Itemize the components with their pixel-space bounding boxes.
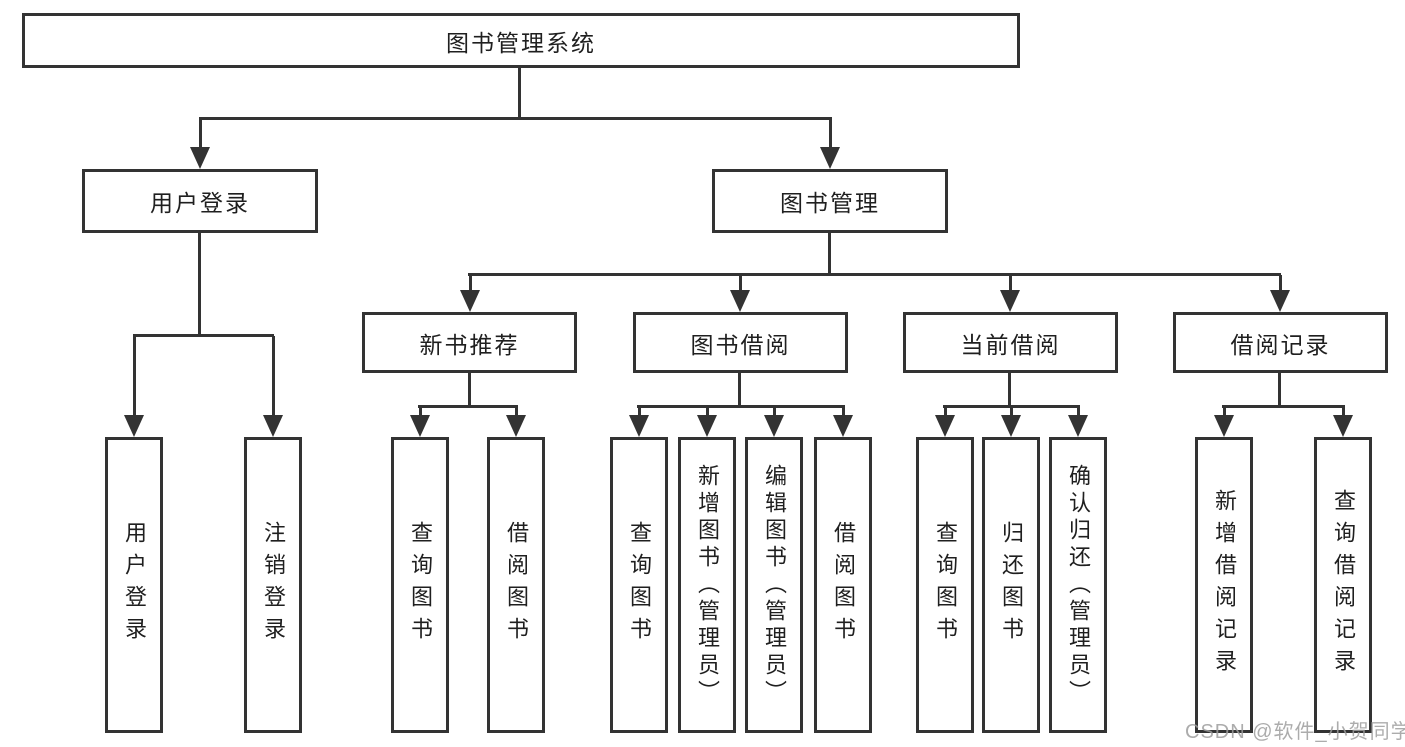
leaf-borrow-books: 借阅图书	[814, 437, 872, 733]
arrow-down-icon	[1333, 407, 1353, 437]
node-label: 查询图书	[408, 521, 433, 649]
node-label: 注销登录	[261, 521, 286, 649]
leaf-query-books-current: 查询图书	[916, 437, 974, 733]
node-label: 归还图书	[999, 521, 1024, 649]
arrow-down-icon	[935, 407, 955, 437]
connector-horizontal	[468, 273, 1281, 276]
arrow-down-icon	[764, 407, 784, 437]
connector-horizontal	[133, 334, 274, 337]
arrow-down-icon	[629, 407, 649, 437]
arrow-down-icon	[460, 275, 480, 312]
leaf-query-books-recommend: 查询图书	[391, 437, 449, 733]
node-label: 用户登录	[150, 190, 250, 216]
node-label: 新书推荐	[419, 331, 520, 358]
arrow-down-icon	[1000, 275, 1020, 312]
node-label: 借阅记录	[1230, 331, 1331, 358]
leaf-user-login: 用户登录	[105, 437, 163, 733]
node-book-borrowing: 图书借阅	[633, 312, 848, 373]
node-label: 确认归还（管理员）	[1066, 463, 1091, 707]
connector-vertical	[198, 233, 201, 337]
connector-vertical	[738, 373, 741, 408]
node-label: 图书管理系统	[446, 29, 596, 56]
arrow-down-icon	[410, 407, 430, 437]
node-label: 借阅图书	[504, 521, 529, 649]
connector-vertical	[1278, 373, 1281, 408]
node-label: 新增借阅记录	[1212, 489, 1237, 681]
node-label: 用户登录	[122, 521, 147, 649]
node-library-management-system: 图书管理系统	[22, 13, 1020, 68]
arrow-down-icon	[1068, 407, 1088, 437]
node-book-management: 图书管理	[712, 169, 948, 233]
arrow-down-icon	[1214, 407, 1234, 437]
connector-horizontal	[1222, 405, 1345, 408]
node-borrowing-records: 借阅记录	[1173, 312, 1388, 373]
leaf-confirm-return-admin: 确认归还（管理员）	[1049, 437, 1107, 733]
leaf-query-books-borrow: 查询图书	[610, 437, 668, 733]
connector-horizontal	[199, 117, 832, 120]
connector-horizontal	[637, 405, 845, 408]
node-label: 查询借阅记录	[1331, 489, 1356, 681]
connector-vertical	[518, 68, 521, 120]
leaf-return-book: 归还图书	[982, 437, 1040, 733]
leaf-query-borrow-record: 查询借阅记录	[1314, 437, 1372, 733]
node-user-login: 用户登录	[82, 169, 318, 233]
node-current-borrowing: 当前借阅	[903, 312, 1118, 373]
node-new-book-recommendation: 新书推荐	[362, 312, 577, 373]
node-label: 查询图书	[933, 521, 958, 649]
arrow-down-icon	[190, 119, 210, 169]
leaf-add-borrow-record: 新增借阅记录	[1195, 437, 1253, 733]
node-label: 图书借阅	[690, 331, 791, 358]
node-label: 借阅图书	[831, 521, 856, 649]
node-label: 查询图书	[627, 521, 652, 649]
connector-horizontal	[943, 405, 1080, 408]
connector-vertical	[468, 373, 471, 408]
leaf-logout: 注销登录	[244, 437, 302, 733]
connector-vertical	[828, 233, 831, 276]
connector-horizontal	[418, 405, 518, 408]
leaf-edit-book-admin: 编辑图书（管理员）	[745, 437, 803, 733]
arrow-down-icon	[820, 119, 840, 169]
csdn-watermark: CSDN @软件_小贺同学	[1185, 721, 1405, 743]
arrow-down-icon	[697, 407, 717, 437]
node-label: 当前借阅	[960, 331, 1061, 358]
arrow-down-icon	[833, 407, 853, 437]
node-label: 图书管理	[780, 190, 880, 216]
arrow-down-icon	[506, 407, 526, 437]
node-label: 编辑图书（管理员）	[762, 463, 787, 707]
arrow-down-icon	[730, 275, 750, 312]
arrow-down-icon	[1001, 407, 1021, 437]
leaf-borrow-books-recommend: 借阅图书	[487, 437, 545, 733]
arrow-down-icon	[124, 336, 144, 437]
leaf-add-book-admin: 新增图书（管理员）	[678, 437, 736, 733]
arrow-down-icon	[263, 336, 283, 437]
node-label: 新增图书（管理员）	[695, 463, 720, 707]
connector-vertical	[1008, 373, 1011, 408]
arrow-down-icon	[1270, 275, 1290, 312]
